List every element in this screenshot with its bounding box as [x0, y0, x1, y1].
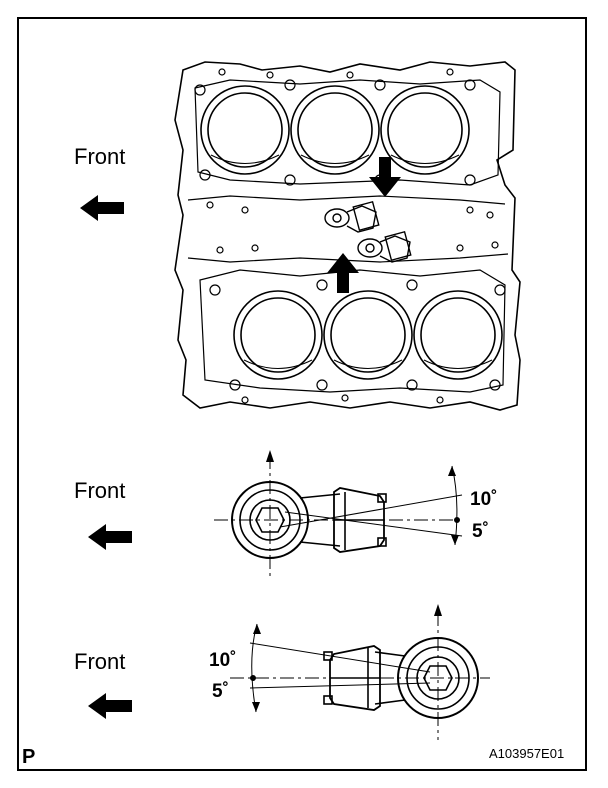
angle-label-upper-10: 10˚ [470, 489, 498, 510]
corner-mark: P [22, 746, 36, 768]
front-arrow-3 [88, 693, 132, 719]
front-arrow-1 [80, 195, 124, 221]
angle-label-upper-5: 5˚ [472, 521, 489, 542]
front-label-1: Front [74, 144, 126, 169]
sensor-detail-lower [230, 604, 490, 740]
angle-label-lower-10: 10˚ [209, 650, 237, 671]
figure-frame [17, 17, 587, 771]
front-label-3: Front [74, 649, 126, 674]
sensor-detail-upper [214, 450, 463, 580]
front-label-2: Front [74, 478, 126, 503]
engine-block [174, 61, 521, 411]
down-arrow [369, 157, 401, 197]
angle-label-lower-5: 5˚ [212, 681, 229, 702]
figure-code: A103957E01 [489, 746, 565, 761]
up-arrow [327, 253, 359, 293]
front-arrow-2 [88, 524, 132, 550]
